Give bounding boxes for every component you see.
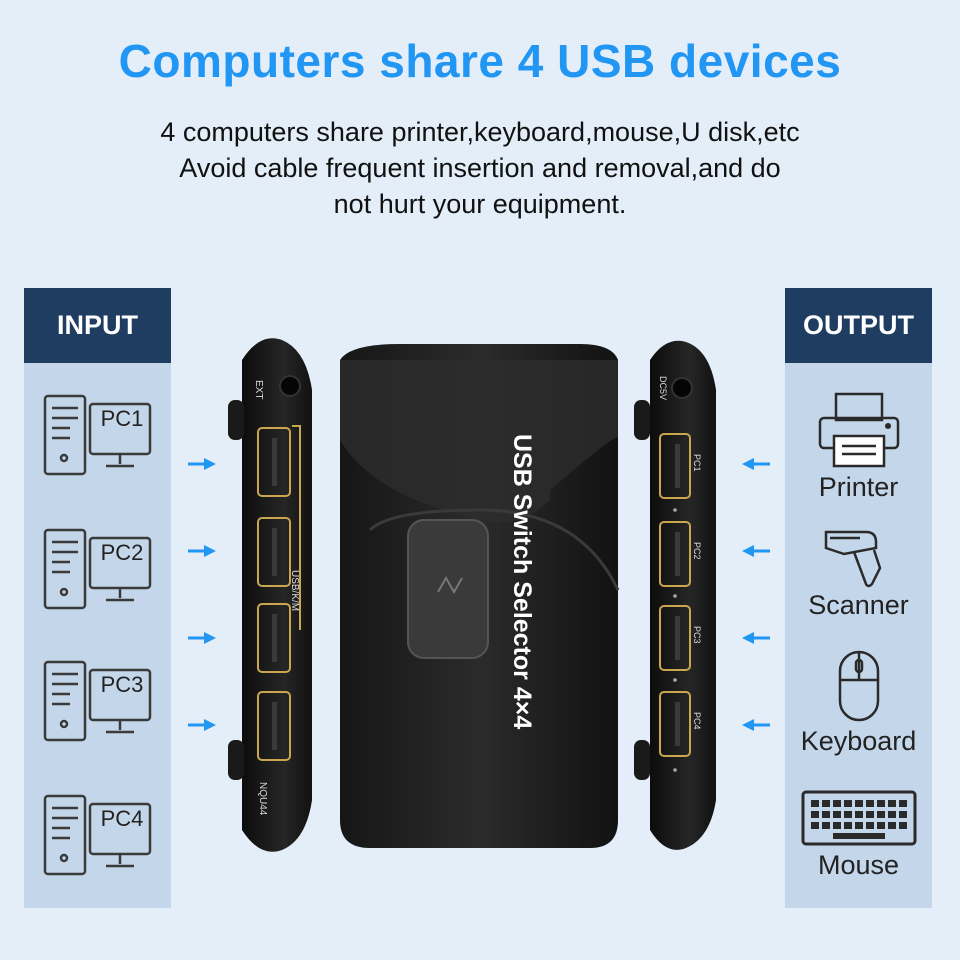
computer-icon: [43, 660, 152, 742]
output-device-mouse: Mouse: [785, 788, 932, 881]
device-label: Mouse: [817, 850, 900, 880]
computer-pc4: PC4: [42, 792, 154, 878]
computer-pc2: PC2: [42, 526, 154, 612]
keyboard-icon: [801, 790, 916, 846]
arrow-left-icon: [742, 545, 770, 557]
subtitle-line-2: Avoid cable frequent insertion and remov…: [179, 153, 781, 183]
product-name: USB Switch Selector 4×4: [508, 434, 536, 729]
usb-km-label: USB/K/M: [289, 570, 300, 611]
input-panel: INPUT PC1 PC2: [24, 288, 171, 908]
arrow-left-icon: [742, 632, 770, 644]
output-device-scanner: Scanner: [785, 524, 932, 621]
pc-label: PC1: [100, 406, 144, 431]
arrow-left-icon: [742, 458, 770, 470]
ext-port-label: EXT: [253, 380, 264, 399]
barcode-scanner-icon: [824, 530, 881, 588]
mouse-icon: [838, 650, 879, 722]
port-label-pc2: PC2: [692, 542, 702, 560]
output-panel: OUTPUT Printer Scanner: [785, 288, 932, 908]
subtitle-line-3: not hurt your equipment.: [333, 189, 627, 219]
output-heading: OUTPUT: [785, 288, 932, 363]
computer-pc1: PC1: [42, 392, 154, 478]
port-label-pc3: PC3: [692, 626, 702, 644]
pc-label: PC2: [100, 540, 144, 565]
switch-button: [407, 519, 489, 659]
device-label: Scanner: [808, 590, 909, 620]
computer-icon: [43, 528, 152, 610]
output-device-printer: Printer: [785, 390, 932, 503]
printer-icon: [818, 392, 899, 468]
arrow-right-icon: [188, 719, 216, 731]
device-label: Keyboard: [800, 726, 917, 756]
arrow-right-icon: [188, 458, 216, 470]
page-title: Computers share 4 USB devices: [118, 35, 842, 87]
pc-label: PC3: [100, 672, 144, 697]
output-device-keyboard: Keyboard: [785, 650, 932, 757]
model-label: NQU44: [257, 782, 268, 816]
port-label-pc1: PC1: [692, 454, 702, 472]
computer-pc3: PC3: [42, 658, 154, 744]
device-label: Printer: [818, 472, 899, 502]
pc-label: PC4: [100, 806, 144, 831]
computer-icon: [43, 794, 152, 876]
subtitle-line-1: 4 computers share printer,keyboard,mouse…: [160, 117, 800, 147]
computer-icon: [43, 394, 152, 476]
port-label-pc4: PC4: [692, 712, 702, 730]
dc5v-label: DC5V: [658, 376, 668, 400]
arrow-right-icon: [188, 632, 216, 644]
arrow-left-icon: [742, 719, 770, 731]
input-heading: INPUT: [24, 288, 171, 363]
subtitle: 4 computers share printer,keyboard,mouse…: [0, 114, 960, 222]
arrow-right-icon: [188, 545, 216, 557]
usb-switch-device: EXT USB/K/M NQU44 DC5V PC1 PC2 PC3 PC4 U…: [228, 338, 716, 852]
